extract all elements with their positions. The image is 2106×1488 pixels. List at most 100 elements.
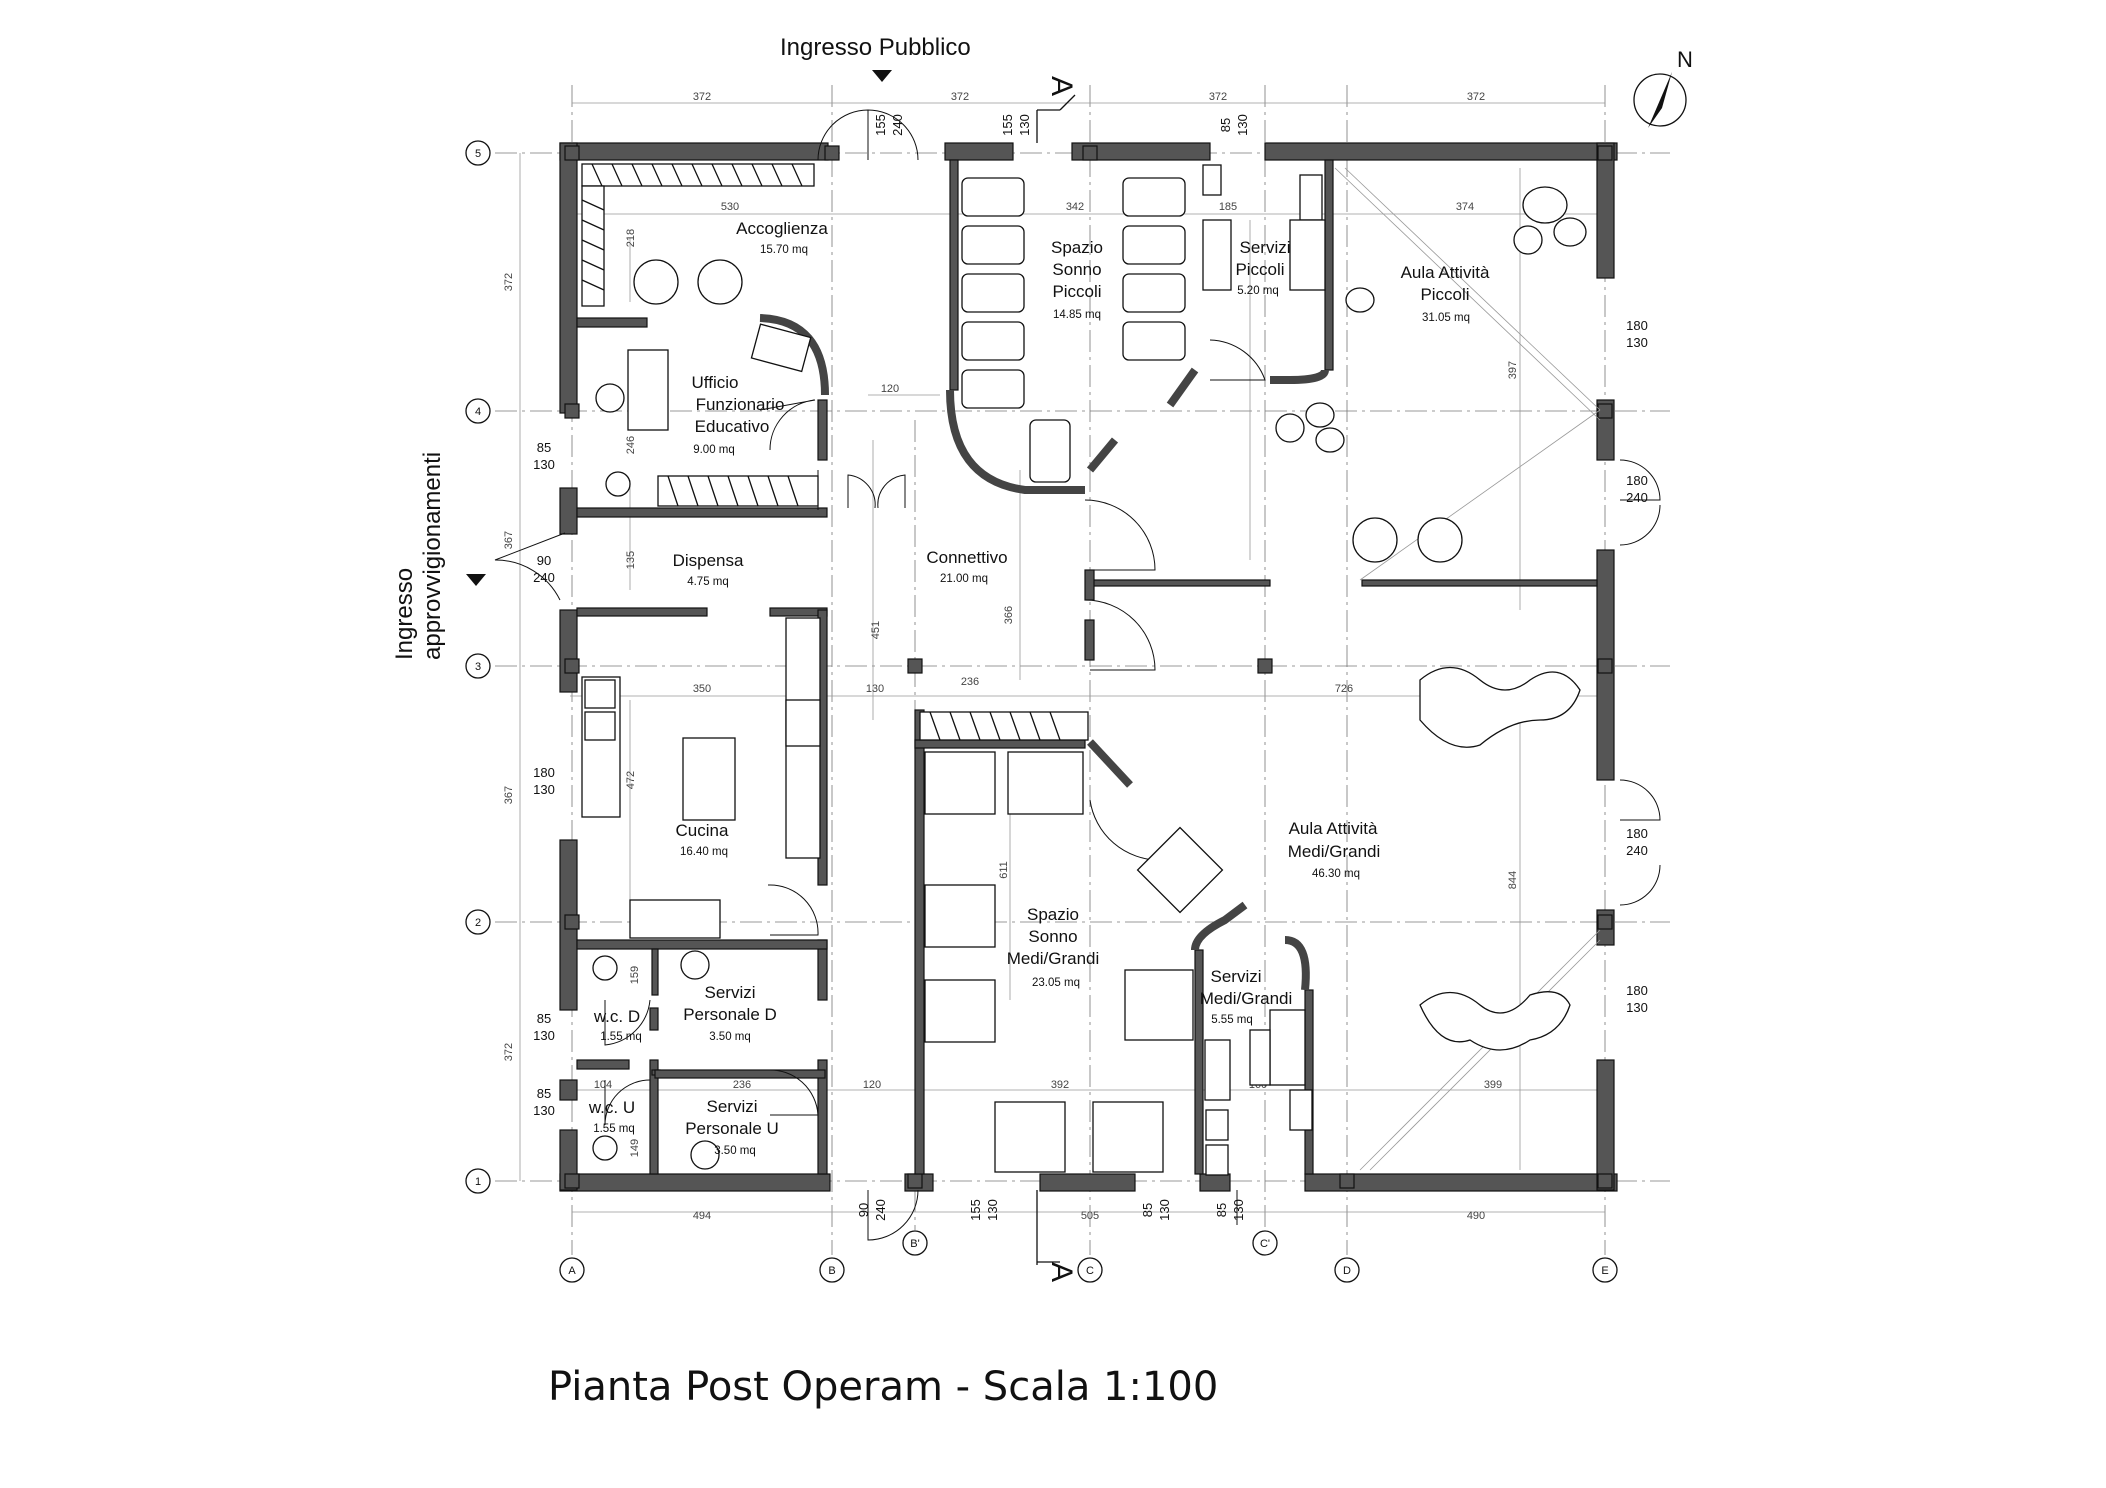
section-mark-top: A <box>1036 76 1078 143</box>
svg-text:C': C' <box>1260 1238 1270 1250</box>
wall-right-1 <box>1596 142 1615 279</box>
section-mark-bottom: A <box>1036 1190 1078 1282</box>
svg-text:Spazio: Spazio <box>1027 905 1079 924</box>
svg-text:372: 372 <box>693 91 711 103</box>
svg-text:Piccoli: Piccoli <box>1420 285 1469 304</box>
svg-text:372: 372 <box>951 91 969 103</box>
svg-text:240: 240 <box>533 570 555 585</box>
svg-text:Sonno: Sonno <box>1028 927 1077 946</box>
svg-text:2: 2 <box>475 917 481 929</box>
svg-text:Servizi: Servizi <box>1210 967 1261 986</box>
svg-text:21.00 mq: 21.00 mq <box>940 573 988 585</box>
room-label-servizi-personale-d: Servizi Personale D 3.50 mq <box>683 983 777 1043</box>
svg-text:180: 180 <box>1626 318 1648 333</box>
svg-text:Personale U: Personale U <box>685 1119 779 1138</box>
svg-text:180: 180 <box>1626 826 1648 841</box>
svg-text:155: 155 <box>968 1199 983 1221</box>
svg-text:399: 399 <box>1484 1079 1502 1091</box>
svg-text:A: A <box>1045 1262 1078 1282</box>
wall-left-3 <box>559 609 578 693</box>
room-label-aula-medi: Aula Attività Medi/Grandi 46.30 mq <box>1288 819 1381 880</box>
doors <box>494 109 1661 1241</box>
svg-text:240: 240 <box>873 1199 888 1221</box>
room-label-aula-piccoli: Aula Attività Piccoli 31.05 mq <box>1401 263 1490 324</box>
svg-text:130: 130 <box>1626 1000 1648 1015</box>
svg-text:372: 372 <box>1467 91 1485 103</box>
svg-text:130: 130 <box>1017 114 1032 136</box>
svg-text:31.05 mq: 31.05 mq <box>1422 312 1470 324</box>
svg-text:366: 366 <box>1003 606 1015 624</box>
svg-text:180: 180 <box>533 765 555 780</box>
svg-text:Aula Attività: Aula Attività <box>1289 819 1378 838</box>
wall-bottom-4 <box>1199 1173 1231 1192</box>
svg-text:Servizi: Servizi <box>704 983 755 1002</box>
svg-text:372: 372 <box>1209 91 1227 103</box>
svg-text:85: 85 <box>537 440 551 455</box>
cribs-piccoli <box>961 177 1186 483</box>
svg-text:Dispensa: Dispensa <box>673 551 744 570</box>
grid-bubbles: 5 4 3 2 1 A B B' C C' D E <box>465 140 1618 1283</box>
shelf <box>919 711 1089 741</box>
svg-text:3.50 mq: 3.50 mq <box>714 1145 756 1157</box>
svg-text:451: 451 <box>870 621 882 639</box>
svg-text:130: 130 <box>533 1028 555 1043</box>
svg-text:149: 149 <box>629 1139 641 1157</box>
svg-text:5: 5 <box>475 148 481 160</box>
dimension-labels: 372 372 372 372 494 505 490 372 367 367 … <box>503 91 1519 1222</box>
svg-text:155: 155 <box>1000 114 1015 136</box>
svg-text:240: 240 <box>890 114 905 136</box>
svg-text:85: 85 <box>1214 1203 1229 1217</box>
room-label-sonno-medi: Spazio Sonno Medi/Grandi 23.05 mq <box>1007 905 1100 989</box>
svg-text:E: E <box>1601 1265 1608 1277</box>
svg-text:472: 472 <box>625 771 637 789</box>
svg-text:218: 218 <box>625 229 637 247</box>
svg-text:120: 120 <box>881 383 899 395</box>
svg-text:B: B <box>828 1265 835 1277</box>
wall-bottom-1 <box>559 1173 831 1192</box>
public-entrance-label: Ingresso Pubblico <box>780 34 971 82</box>
svg-text:120: 120 <box>863 1079 881 1091</box>
svg-text:15.70 mq: 15.70 mq <box>760 244 808 256</box>
grid-bubble-5: 5 <box>465 140 491 166</box>
svg-text:130: 130 <box>866 683 884 695</box>
wall-top-3 <box>1071 142 1211 161</box>
room-label-accoglienza: Accoglienza 15.70 mq <box>736 219 828 256</box>
aula-furnishings <box>1275 186 1587 1051</box>
room-label-servizi-piccoli: Servizi Piccoli 5.20 mq <box>1235 238 1290 297</box>
walls <box>559 142 1618 1192</box>
svg-text:530: 530 <box>721 201 739 213</box>
armchair <box>1352 517 1398 563</box>
toilet <box>592 1135 618 1161</box>
washbasin <box>1299 174 1323 221</box>
svg-text:505: 505 <box>1081 1210 1099 1222</box>
room-label-cucina: Cucina 16.40 mq <box>676 821 729 858</box>
svg-text:1.55 mq: 1.55 mq <box>600 1031 642 1043</box>
svg-text:Servizi: Servizi <box>706 1097 757 1116</box>
svg-text:5.20 mq: 5.20 mq <box>1237 285 1279 297</box>
svg-text:85: 85 <box>1218 118 1233 132</box>
svg-text:159: 159 <box>629 966 641 984</box>
supply-entrance-label: Ingresso approvvigionamenti <box>391 452 486 660</box>
svg-text:1: 1 <box>475 1176 481 1188</box>
svg-text:Ingresso: Ingresso <box>391 568 418 660</box>
svg-text:342: 342 <box>1066 201 1084 213</box>
svg-text:D: D <box>1343 1265 1351 1277</box>
svg-text:4: 4 <box>475 406 481 418</box>
wall-top-2 <box>944 142 1014 161</box>
svg-text:367: 367 <box>503 531 515 549</box>
svg-text:Funzionario: Funzionario <box>696 395 785 414</box>
svg-text:185: 185 <box>1219 201 1237 213</box>
svg-text:A: A <box>1045 76 1078 96</box>
svg-text:350: 350 <box>693 683 711 695</box>
basin-counter <box>1202 219 1232 291</box>
svg-text:374: 374 <box>1456 201 1474 213</box>
svg-text:N: N <box>1677 47 1693 72</box>
svg-text:4.75 mq: 4.75 mq <box>687 576 729 588</box>
svg-text:approvvigionamenti: approvvigionamenti <box>419 452 446 660</box>
curved-walls <box>759 314 1329 991</box>
svg-text:B': B' <box>910 1238 919 1250</box>
room-label-dispensa: Dispensa 4.75 mq <box>673 551 744 588</box>
svg-text:236: 236 <box>961 676 979 688</box>
svg-text:494: 494 <box>693 1210 711 1222</box>
svg-text:372: 372 <box>503 1043 515 1061</box>
